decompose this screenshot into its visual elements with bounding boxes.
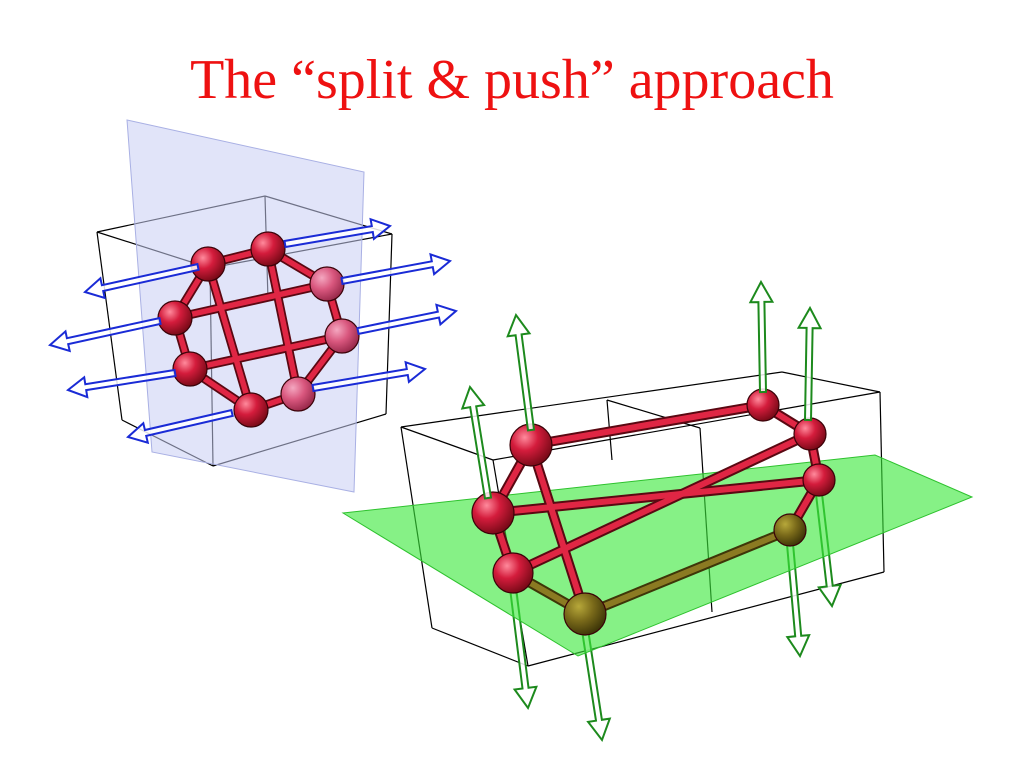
push-arrow [356,303,459,336]
node [190,246,226,282]
push-arrow [748,279,775,394]
slide-title: The “split & push” approach [190,49,834,111]
node [157,300,193,336]
right-split-group [341,279,974,743]
push-arrow [506,312,536,432]
left-graph-nodes [157,231,360,428]
push-arrow [125,408,234,445]
node [563,592,607,636]
green-cutting-plane [341,454,974,657]
push-arrow [311,360,428,393]
node [492,552,534,594]
green-push-arrows-up [460,279,823,500]
node [746,388,780,422]
push-arrow [796,305,823,422]
push-arrow [460,384,493,500]
node [280,376,316,412]
right-graph-nodes [471,388,836,636]
right-graph-edges [488,400,824,619]
node [233,392,269,428]
push-arrow [47,316,162,353]
push-arrow [65,368,177,399]
node [471,491,515,535]
left-split-group [47,119,459,493]
node [793,417,827,451]
node [309,266,345,302]
node [172,351,208,387]
push-arrow [82,262,200,300]
push-arrow [283,217,393,249]
node [250,231,286,267]
node [324,318,360,354]
node [773,513,807,547]
blue-push-arrows [47,217,459,445]
node [802,463,836,497]
push-arrow [340,252,453,286]
